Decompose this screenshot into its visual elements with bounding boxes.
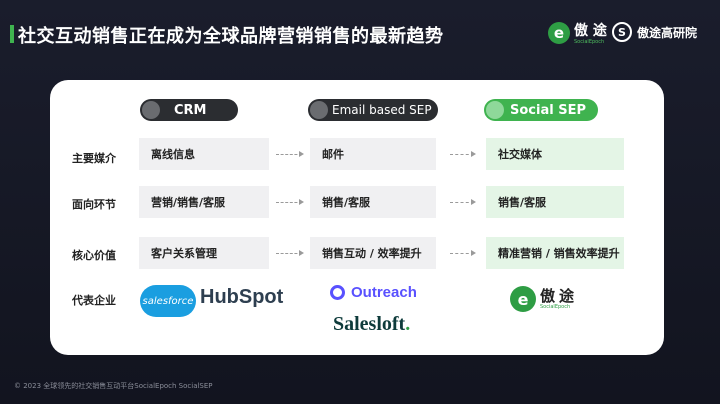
socialepoch-logo: e 傲途 SocialEpoch bbox=[510, 286, 578, 312]
row-label-companies: 代表企业 bbox=[72, 294, 116, 307]
research-institute-logo: S 傲途高研院 bbox=[612, 22, 697, 42]
footer-copyright: © 2023 全球领先的社交销售互动平台SocialEpoch SocialSE… bbox=[14, 382, 213, 390]
cell-email-stage: 销售/客服 bbox=[310, 186, 436, 218]
comparison-card: CRM Email based SEP Social SEP 主要媒介 离线信息… bbox=[50, 80, 664, 355]
cell-email-value: 销售互动 / 效率提升 bbox=[310, 237, 436, 269]
arrow-icon bbox=[276, 250, 304, 256]
aotu-brand-sub: SocialEpoch bbox=[574, 39, 605, 45]
page-title: 社交互动销售正在成为全球品牌营销销售的最新趋势 bbox=[18, 26, 444, 47]
cell-crm-value: 客户关系管理 bbox=[139, 237, 269, 269]
column-header-email-sep: Email based SEP bbox=[308, 99, 438, 121]
socialepoch-sub: SocialEpoch bbox=[540, 304, 571, 310]
arrow-icon bbox=[450, 151, 476, 157]
title-accent-bar bbox=[10, 25, 14, 43]
salesforce-logo: salesforce bbox=[140, 285, 196, 317]
toggle-knob-icon bbox=[486, 101, 504, 119]
cell-crm-medium: 离线信息 bbox=[139, 138, 269, 170]
cell-crm-stage: 营销/销售/客服 bbox=[139, 186, 269, 218]
toggle-knob-icon bbox=[142, 101, 160, 119]
row-label-stage: 面向环节 bbox=[72, 198, 116, 211]
outreach-icon bbox=[330, 285, 345, 300]
salesloft-logo: Salesloft. bbox=[333, 313, 411, 335]
aotu-brand-logo: e 傲 途 SocialEpoch bbox=[548, 20, 607, 45]
arrow-icon bbox=[276, 199, 304, 205]
cell-social-medium: 社交媒体 bbox=[486, 138, 624, 170]
aotu-brand-name: 傲 途 bbox=[574, 23, 607, 39]
hubspot-logo: HubSpot bbox=[200, 286, 284, 308]
row-label-value: 核心价值 bbox=[72, 249, 116, 262]
cell-social-value: 精准营销 / 销售效率提升 bbox=[486, 237, 624, 269]
institute-logo-icon: S bbox=[612, 22, 632, 42]
column-header-social-sep: Social SEP bbox=[484, 99, 598, 121]
socialepoch-logo-icon: e bbox=[510, 286, 536, 312]
arrow-icon bbox=[450, 250, 476, 256]
cell-social-stage: 销售/客服 bbox=[486, 186, 624, 218]
outreach-logo: Outreach bbox=[330, 284, 417, 301]
socialepoch-name: 傲途 bbox=[540, 287, 579, 305]
aotu-logo-icon: e bbox=[548, 21, 570, 44]
arrow-icon bbox=[276, 151, 304, 157]
toggle-knob-icon bbox=[310, 101, 328, 119]
row-label-medium: 主要媒介 bbox=[72, 152, 116, 165]
cell-email-medium: 邮件 bbox=[310, 138, 436, 170]
column-header-crm: CRM bbox=[140, 99, 238, 121]
institute-name: 傲途高研院 bbox=[637, 25, 698, 40]
arrow-icon bbox=[450, 199, 476, 205]
